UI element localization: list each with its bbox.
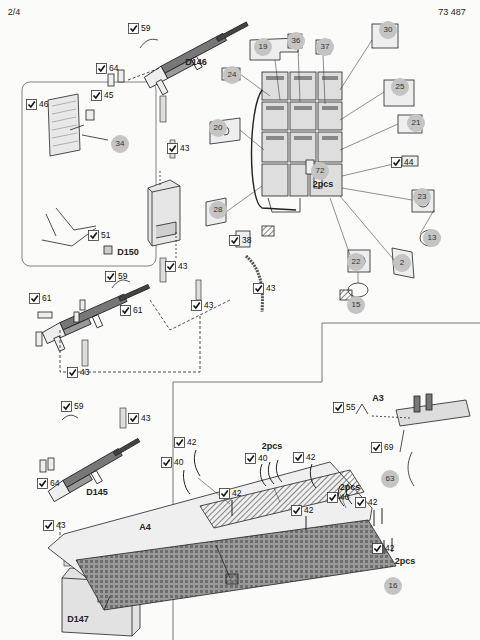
check-box-icon bbox=[229, 235, 240, 246]
check-box-icon bbox=[371, 442, 382, 453]
callout-circle-number: 15 bbox=[347, 296, 365, 314]
callout-number: 43 bbox=[56, 520, 65, 530]
callout-number: 59 bbox=[118, 271, 127, 281]
callout-number: 46 bbox=[39, 99, 48, 109]
callout-circle-number: 16 bbox=[384, 577, 402, 595]
callout-circle-number: 24 bbox=[223, 66, 241, 84]
part-label: D145 bbox=[86, 487, 108, 498]
callout-circle-number: 13 bbox=[423, 229, 441, 247]
part-label: 2pcs bbox=[262, 441, 283, 452]
callout-circle-number: 34 bbox=[111, 135, 129, 153]
check-box-icon bbox=[372, 543, 383, 554]
callout-number: 42 bbox=[187, 437, 196, 447]
check-box-icon bbox=[333, 402, 344, 413]
callout-circle-number: 63 bbox=[381, 470, 399, 488]
check-box-icon bbox=[165, 261, 176, 272]
callout-circle-number: 23 bbox=[413, 188, 431, 206]
callout-number: 40 bbox=[340, 492, 349, 502]
check-box-icon bbox=[219, 488, 230, 499]
check-box-icon bbox=[128, 413, 139, 424]
check-box-icon bbox=[43, 520, 54, 531]
callout-number: 43 bbox=[80, 367, 89, 377]
callout-circle-number: 22 bbox=[347, 253, 365, 271]
check-box-icon bbox=[105, 271, 116, 282]
callout-number: 42 bbox=[232, 488, 241, 498]
callout-circle-number: 30 bbox=[379, 21, 397, 39]
check-box-icon bbox=[245, 453, 256, 464]
callout-circle-number: 19 bbox=[254, 38, 272, 56]
page-label: 2/4 bbox=[8, 7, 21, 18]
check-box-icon bbox=[391, 157, 402, 168]
check-box-icon bbox=[253, 283, 264, 294]
check-box-icon bbox=[128, 23, 139, 34]
check-box-icon bbox=[37, 478, 48, 489]
callout-number: 59 bbox=[74, 401, 83, 411]
check-box-icon bbox=[355, 497, 366, 508]
callout-number: 59 bbox=[141, 23, 150, 33]
check-box-icon bbox=[88, 230, 99, 241]
callout-number: 43 bbox=[141, 413, 150, 423]
check-box-icon bbox=[61, 401, 72, 412]
part-label: D150 bbox=[117, 247, 139, 258]
part-label: 2pcs bbox=[340, 482, 361, 493]
part-label: D146 bbox=[185, 57, 207, 68]
part-label: A4 bbox=[139, 522, 151, 533]
callout-number: 42 bbox=[385, 543, 394, 553]
callout-circle-number: 72 bbox=[311, 162, 329, 180]
callout-number: 43 bbox=[180, 143, 189, 153]
callout-circle-number: 37 bbox=[316, 38, 334, 56]
part-label: D147 bbox=[67, 614, 89, 625]
check-box-icon bbox=[91, 90, 102, 101]
check-box-icon bbox=[29, 293, 40, 304]
callout-number: 43 bbox=[204, 300, 213, 310]
callout-number: 61 bbox=[133, 305, 142, 315]
callout-number: 42 bbox=[306, 452, 315, 462]
callout-number: 45 bbox=[104, 90, 113, 100]
check-box-icon bbox=[96, 63, 107, 74]
callout-number: 69 bbox=[384, 442, 393, 452]
callout-circle-number: 36 bbox=[287, 32, 305, 50]
callout-circle-number: 20 bbox=[209, 119, 227, 137]
check-box-icon bbox=[120, 305, 131, 316]
check-box-icon bbox=[174, 437, 185, 448]
callout-number: 40 bbox=[174, 457, 183, 467]
check-box-icon bbox=[167, 143, 178, 154]
check-box-icon bbox=[191, 300, 202, 311]
callout-number: 42 bbox=[368, 497, 377, 507]
check-box-icon bbox=[161, 457, 172, 468]
callout-circle-number: 21 bbox=[407, 114, 425, 132]
callout-circle-number: 25 bbox=[391, 78, 409, 96]
callout-number: 64 bbox=[50, 478, 59, 488]
check-box-icon bbox=[327, 492, 338, 503]
check-box-icon bbox=[26, 99, 37, 110]
part-label: 2pcs bbox=[395, 556, 416, 567]
callout-number: 43 bbox=[266, 283, 275, 293]
callout-number: 40 bbox=[258, 453, 267, 463]
part-label: A3 bbox=[372, 393, 384, 404]
check-box-icon bbox=[67, 367, 78, 378]
check-box-icon bbox=[293, 452, 304, 463]
callout-number: 51 bbox=[101, 230, 110, 240]
callout-number: 38 bbox=[242, 235, 251, 245]
callout-circle-number: 2 bbox=[393, 254, 411, 272]
page-label: 73 487 bbox=[438, 7, 466, 18]
callout-number: 43 bbox=[178, 261, 187, 271]
part-label: 2pcs bbox=[313, 179, 334, 190]
callout-number: 61 bbox=[42, 293, 51, 303]
callout-number: 55 bbox=[346, 402, 355, 412]
check-box-icon bbox=[291, 505, 302, 516]
callout-number: 42 bbox=[304, 505, 313, 515]
callout-number: 44 bbox=[404, 157, 413, 167]
callout-circle-number: 28 bbox=[209, 201, 227, 219]
callout-number: 64 bbox=[109, 63, 118, 73]
